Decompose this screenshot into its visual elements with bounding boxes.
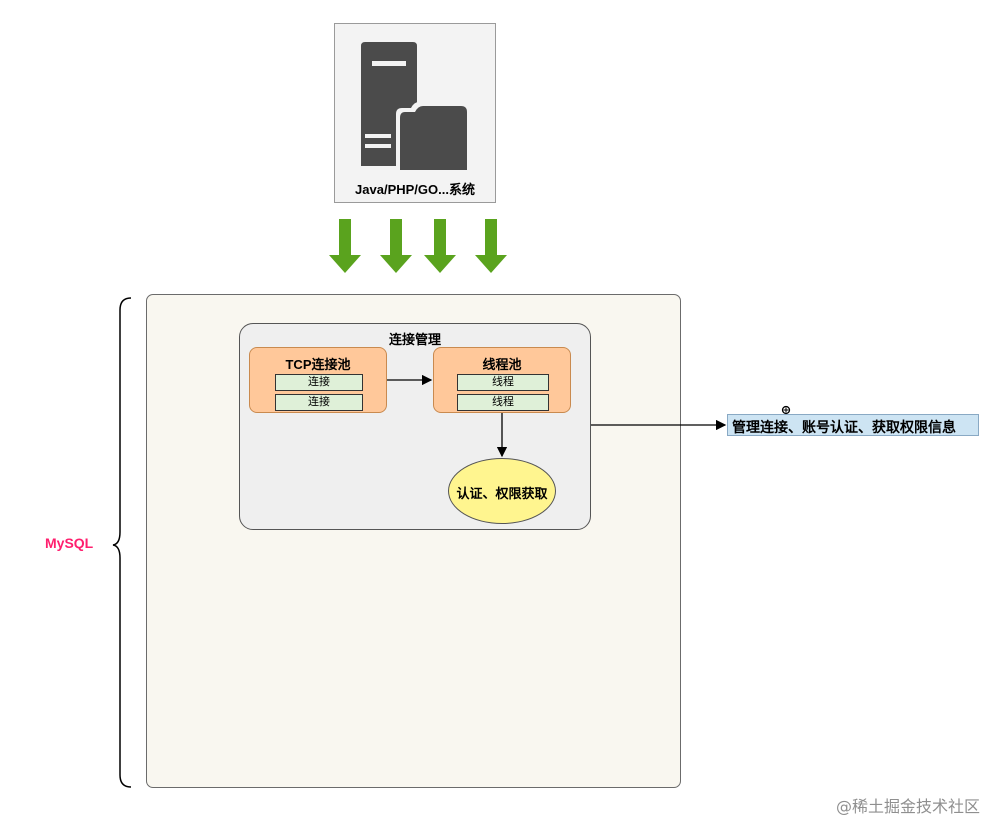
tcp-connection-slot: 连接 [275, 374, 363, 391]
green-arrow-icon [380, 219, 412, 273]
server-folder-icon [361, 42, 471, 172]
thread-slot: 线程 [457, 394, 549, 411]
tcp-connection-pool: TCP连接池 连接 连接 [249, 347, 387, 413]
green-arrow-icon [329, 219, 361, 273]
thread-pool-title: 线程池 [482, 357, 522, 372]
tcp-connection-slot: 连接 [275, 394, 363, 411]
connection-management-title: 连接管理 [388, 332, 441, 347]
cursor-crosshair-icon [781, 405, 791, 415]
green-arrow-icon [475, 219, 507, 273]
auth-permission-node: 认证、权限获取 [448, 458, 556, 524]
watermark: @稀土掘金技术社区 [836, 797, 981, 816]
tcp-pool-title: TCP连接池 [285, 357, 351, 372]
info-box: 管理连接、账号认证、获取权限信息 [727, 414, 979, 436]
client-system-label: Java/PHP/GO...系统 [355, 182, 475, 197]
info-box-label: 管理连接、账号认证、获取权限信息 [732, 419, 956, 435]
mysql-brace [112, 297, 132, 788]
thread-pool: 线程池 线程 线程 [433, 347, 571, 413]
auth-permission-label: 认证、权限获取 [456, 486, 548, 501]
thread-slot: 线程 [457, 374, 549, 391]
green-arrow-icon [424, 219, 456, 273]
client-system-box: Java/PHP/GO...系统 [334, 23, 496, 203]
mysql-label: MySQL [45, 535, 94, 551]
